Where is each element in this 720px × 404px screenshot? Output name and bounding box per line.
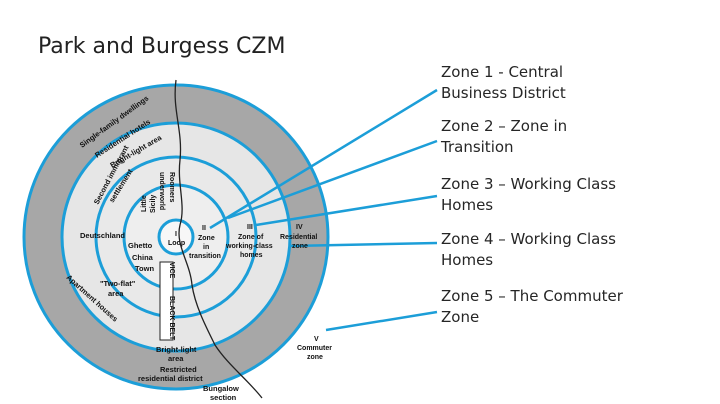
label-little: Little	[141, 195, 148, 212]
zone-2-label-line2: Transition	[441, 138, 514, 156]
label-zone5-b: zone	[307, 354, 323, 361]
label-two-flat-a: "Two-flat"	[100, 279, 136, 288]
label-zone2-a: Zone	[198, 235, 215, 242]
label-rooming: Roomers	[168, 172, 175, 202]
label-loop: Loop	[168, 240, 185, 247]
zone-5-label-line1: Zone 5 – The Commuter	[441, 287, 623, 305]
callout-line-zone-2	[227, 139, 438, 220]
black-belt-strip	[159, 261, 174, 341]
label-zone4-b: zone	[292, 243, 308, 250]
label-zone4-a: Residential	[280, 234, 317, 241]
zone-1-label-line2: Business District	[441, 84, 566, 102]
zone-5-label: Zone 5 – The Commuter Zone	[441, 286, 623, 328]
label-loop-num: I	[175, 231, 177, 238]
slide-title: Park and Burgess CZM	[38, 34, 286, 59]
label-sicily: Sicily	[150, 195, 157, 213]
callout-line-zone-1	[209, 88, 438, 230]
label-zone4-num: IV	[296, 224, 303, 231]
label-zone3-num: III	[247, 224, 253, 231]
label-bungalow-1: Bungalow	[203, 384, 239, 393]
callout-line-zone-5	[325, 310, 438, 332]
label-town: Town	[135, 264, 154, 273]
zone-1-label-line1: Zone 1 - Central	[441, 63, 564, 81]
zone-3-label: Zone 3 – Working Class Homes	[441, 174, 616, 216]
zone-1-label: Zone 1 - Central Business District	[441, 62, 566, 104]
label-bungalow-2: section	[210, 393, 237, 402]
label-zone2-c: transition	[189, 253, 221, 260]
label-black-belt: BLACK BELT	[168, 296, 175, 341]
label-zone3-c: homes	[240, 252, 263, 259]
zone-2-label: Zone 2 – Zone in Transition	[441, 116, 567, 158]
label-zone3-b: working-class	[225, 243, 273, 250]
zone-3-label-line2: Homes	[441, 196, 494, 214]
zone-5-label-line2: Zone	[441, 308, 480, 326]
label-bright-light-b2: area	[168, 354, 184, 363]
label-bright-light-b1: Bright-light	[156, 345, 197, 354]
label-zone3-a: Zone of	[238, 234, 264, 241]
label-zone2-num: II	[202, 225, 206, 232]
zone-2-label-line1: Zone 2 – Zone in	[441, 117, 568, 135]
label-restricted-1: Restricted	[160, 365, 197, 374]
label-deutschland: Deutschland	[80, 231, 125, 240]
zone-3-label-line1: Zone 3 – Working Class	[441, 175, 616, 193]
label-vice: VICE	[168, 262, 175, 279]
label-zone2-b: in	[203, 244, 209, 251]
lake-shore-line	[174, 79, 263, 399]
label-zone5-num: V	[314, 336, 319, 343]
callout-line-zone-4	[289, 241, 438, 248]
label-china: China	[132, 253, 154, 262]
label-ghetto: Ghetto	[128, 241, 153, 250]
label-restricted-2: residential district	[138, 374, 203, 383]
zone-1-loop-ring	[157, 218, 195, 256]
zone-4-label: Zone 4 – Working Class Homes	[441, 229, 616, 271]
zone-4-label-line1: Zone 4 – Working Class	[441, 230, 616, 248]
label-underworld: underworld	[158, 172, 165, 210]
label-two-flat-b: area	[108, 289, 124, 298]
callout-line-zone-3	[255, 194, 438, 227]
zone-4-label-line2: Homes	[441, 251, 494, 269]
label-zone5-a: Commuter	[297, 345, 332, 352]
